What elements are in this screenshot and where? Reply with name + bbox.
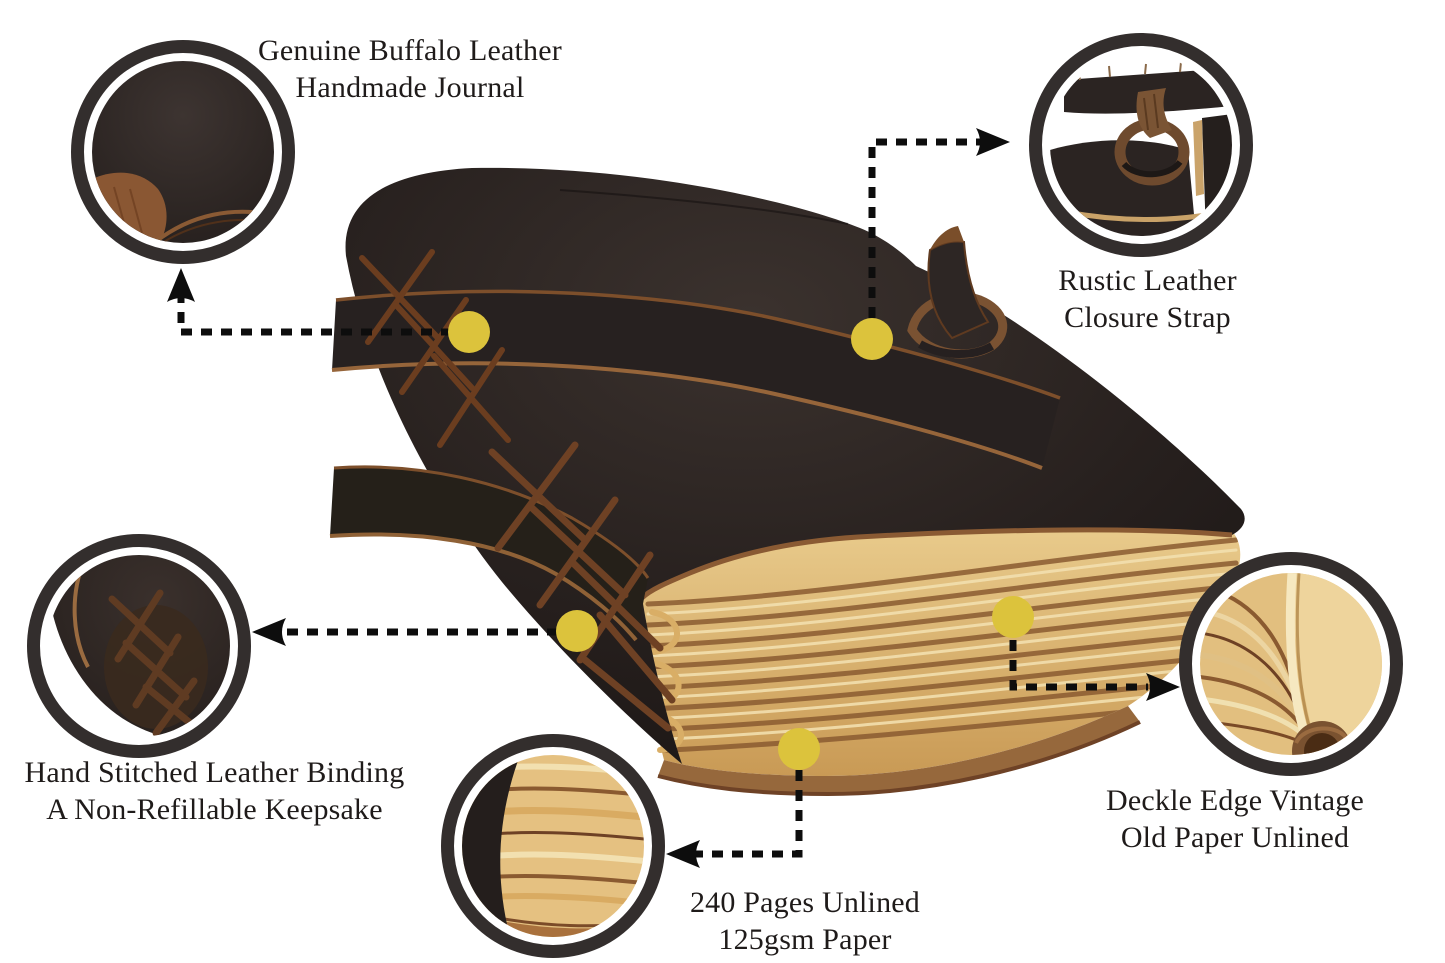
deckle-pages-detail-circle <box>1179 552 1403 776</box>
callout-label-deckle-line1: Deckle Edge Vintage <box>1105 784 1364 817</box>
callout-label-buffalo-line2: Handmade Journal <box>295 71 525 104</box>
callout-label-binding-line2: A Non-Refillable Keepsake <box>46 793 383 826</box>
callout-label-binding: Hand Stitched Leather Binding A Non-Refi… <box>2 754 427 828</box>
stitched-binding-detail-circle <box>27 534 251 758</box>
closure-strap-inset-image <box>1050 54 1232 236</box>
stitched-binding-inset-image <box>48 555 230 737</box>
callout-label-binding-line1: Hand Stitched Leather Binding <box>24 756 405 789</box>
callout-label-buffalo: Genuine Buffalo Leather Handmade Journal <box>195 32 625 106</box>
page-stack-inset-image <box>462 755 644 937</box>
deckle-pages-inset-image <box>1200 573 1382 755</box>
callout-label-strap-line2: Closure Strap <box>1064 301 1231 334</box>
callout-label-strap: Rustic Leather Closure Strap <box>1015 262 1280 336</box>
page-stack-detail-circle <box>441 734 665 958</box>
callout-label-deckle: Deckle Edge Vintage Old Paper Unlined <box>1070 782 1400 856</box>
leather-texture-detail-circle <box>71 40 295 264</box>
page-stack <box>636 525 1241 797</box>
callout-label-pages: 240 Pages Unlined 125gsm Paper <box>660 884 950 958</box>
callout-label-pages-line2: 125gsm Paper <box>718 923 892 956</box>
callout-label-deckle-line2: Old Paper Unlined <box>1120 821 1350 854</box>
callout-label-buffalo-line1: Genuine Buffalo Leather <box>258 34 562 67</box>
closure-strap-detail-circle <box>1029 33 1253 257</box>
callout-label-strap-line1: Rustic Leather <box>1058 264 1237 297</box>
callout-label-pages-line1: 240 Pages Unlined <box>689 886 921 919</box>
